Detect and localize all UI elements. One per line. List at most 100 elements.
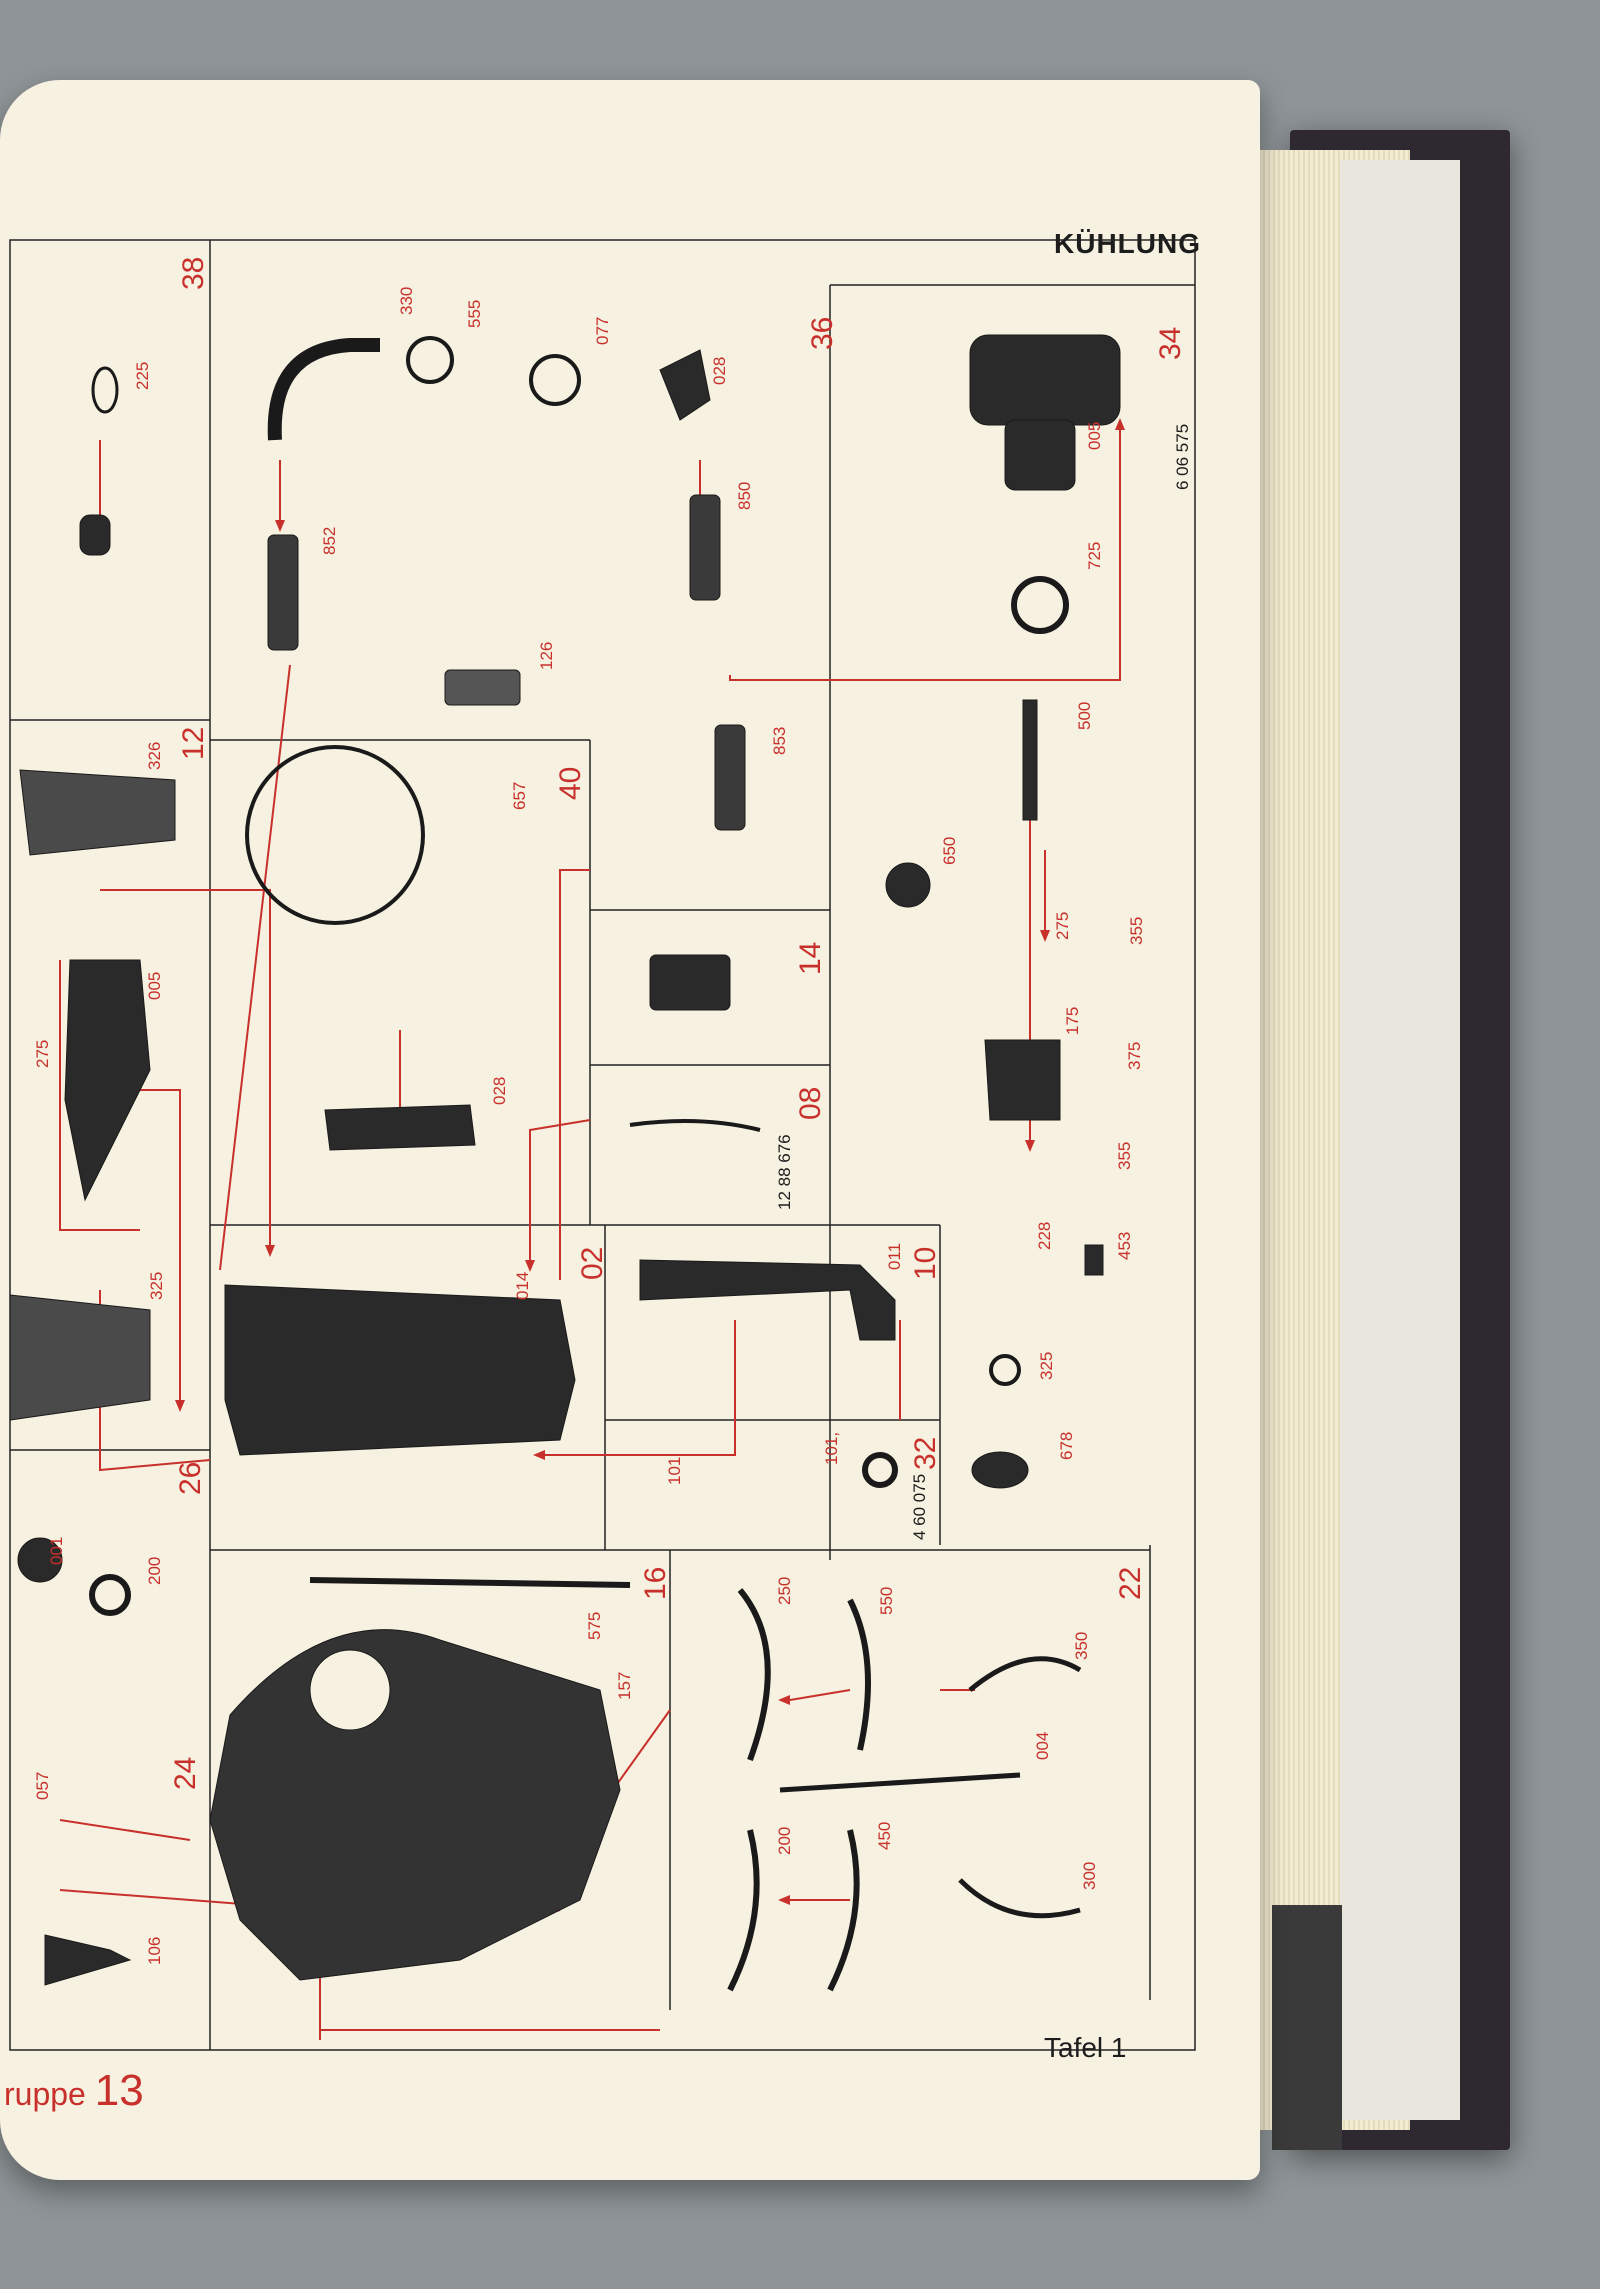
ring-325 <box>989 1354 1021 1386</box>
label-011: 011 <box>885 1243 904 1270</box>
section-24: 24 <box>169 1757 202 1790</box>
label-6-06-575: 6 06 575 <box>1173 424 1192 490</box>
part-illustrations <box>9 334 1121 1992</box>
shroud-028 <box>324 1104 476 1151</box>
label-228: 228 <box>1035 1222 1054 1250</box>
strip-004 <box>779 1772 1021 1793</box>
gasket-077 <box>529 354 581 406</box>
section-08: 08 <box>794 1087 827 1120</box>
section-14: 14 <box>794 942 827 975</box>
strip-575 <box>309 1577 631 1588</box>
section-34: 34 <box>1154 327 1187 360</box>
label-500: 500 <box>1075 702 1094 730</box>
plug-453 <box>1084 1244 1104 1276</box>
label-275-pump: 275 <box>1053 912 1072 940</box>
trim-250 <box>737 1588 771 1762</box>
part-label-group: 225 330 555 077 028 850 852 126 853 005 … <box>33 287 1146 1965</box>
label-028-shroud: 028 <box>490 1077 509 1105</box>
group-label: ruppe 13 <box>4 2066 144 2116</box>
panel-325 <box>9 1294 151 1421</box>
label-057: 057 <box>33 1772 52 1800</box>
trim-450 <box>827 1829 860 1992</box>
badge-001 <box>17 1537 63 1583</box>
label-450: 450 <box>875 1822 894 1850</box>
label-12-88-676: 12 88 676 <box>775 1134 794 1210</box>
trim-550 <box>847 1598 871 1751</box>
label-550: 550 <box>877 1587 896 1615</box>
label-300: 300 <box>1080 1862 1099 1890</box>
strip-08 <box>629 1119 761 1132</box>
label-852: 852 <box>320 527 339 555</box>
section-38: 38 <box>177 257 210 290</box>
label-175: 175 <box>1063 1007 1082 1035</box>
emblem-106 <box>44 1934 132 1986</box>
bracket-14 <box>649 954 731 1011</box>
radiator-02 <box>224 1284 576 1456</box>
label-077: 077 <box>593 317 612 345</box>
label-126: 126 <box>537 642 556 670</box>
section-10: 10 <box>909 1247 942 1280</box>
label-004: 004 <box>1033 1732 1052 1760</box>
black-label-group: 6 06 575 12 88 676 4 60 075 <box>775 424 1192 1540</box>
outlet-028 <box>659 349 711 421</box>
shaft-500 <box>1022 699 1038 821</box>
label-326: 326 <box>145 742 164 770</box>
trim-350 <box>968 1656 1082 1692</box>
trim-200 <box>727 1829 760 1992</box>
index-tab[interactable] <box>1272 1905 1342 2150</box>
label-850: 850 <box>735 482 754 510</box>
label-325-panel: 325 <box>147 1272 166 1300</box>
label-355-top: 355 <box>1127 917 1146 945</box>
label-200-grommet: 200 <box>145 1557 164 1585</box>
section-32: 32 <box>909 1437 942 1470</box>
hose-853 <box>714 724 746 831</box>
label-275-bracket: 275 <box>33 1040 52 1068</box>
hose-850 <box>689 494 721 601</box>
label-250: 250 <box>775 1577 794 1605</box>
label-157: 157 <box>615 1672 634 1700</box>
sleeve-126 <box>444 669 521 706</box>
group-prefix: ruppe <box>4 2076 86 2112</box>
label-101-comma: 101, <box>822 1432 841 1465</box>
section-36: 36 <box>806 317 839 350</box>
endpaper <box>1340 160 1460 2120</box>
label-014: 014 <box>513 1272 532 1300</box>
thermostat-housing <box>984 1039 1061 1121</box>
gasket-725 <box>1011 576 1069 634</box>
hose-852 <box>267 534 299 651</box>
ring-225 <box>91 366 119 414</box>
label-4-60-075: 4 60 075 <box>910 1474 929 1540</box>
section-12: 12 <box>177 727 210 760</box>
bracket-005 <box>64 959 151 1202</box>
label-650: 650 <box>940 837 959 865</box>
label-725: 725 <box>1085 542 1104 570</box>
label-355-bottom: 355 <box>1115 1142 1134 1170</box>
section-26: 26 <box>174 1462 207 1495</box>
section-22: 22 <box>1114 1567 1147 1600</box>
label-575: 575 <box>585 1612 604 1640</box>
panel-grid <box>9 239 1196 2051</box>
seal-650 <box>885 862 931 908</box>
grille-opening <box>309 1649 391 1731</box>
ring-657 <box>245 745 425 925</box>
section-40: 40 <box>554 767 587 800</box>
label-325-ring: 325 <box>1037 1352 1056 1380</box>
cap-678 <box>971 1451 1029 1489</box>
label-225: 225 <box>133 362 152 390</box>
trim-300 <box>958 1878 1081 1919</box>
section-16: 16 <box>639 1567 672 1600</box>
cap-part <box>79 514 111 556</box>
label-028-outlet: 028 <box>710 357 729 385</box>
arrowheads <box>95 418 1125 1905</box>
label-106: 106 <box>145 1937 164 1965</box>
label-200-trim: 200 <box>775 1827 794 1855</box>
gasket-555 <box>406 336 454 384</box>
plate-label: Tafel 1 <box>1044 2032 1127 2063</box>
section-number-group: 38 36 34 12 40 14 08 02 10 32 26 16 22 2… <box>169 257 1187 1790</box>
label-453: 453 <box>1115 1232 1134 1260</box>
grommet-200 <box>89 1574 131 1616</box>
label-005-bracket: 005 <box>145 972 164 1000</box>
label-657: 657 <box>510 782 529 810</box>
